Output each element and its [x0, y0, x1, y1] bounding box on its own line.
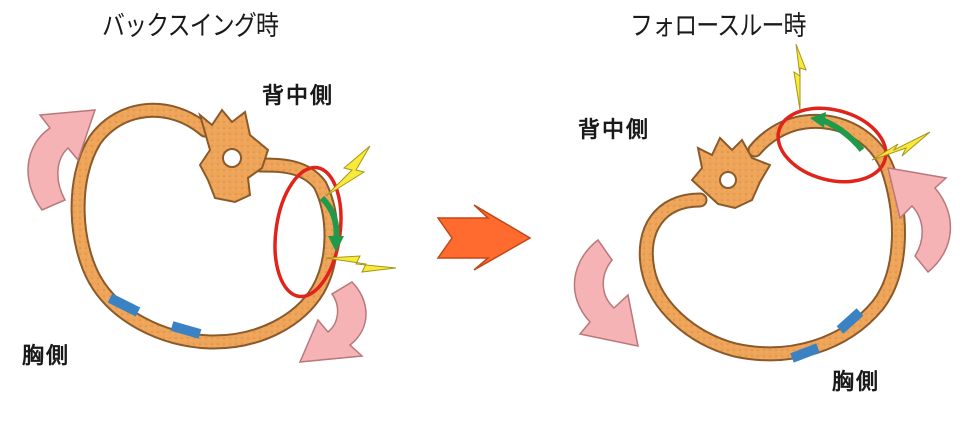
right-chest-label: 胸側 [832, 370, 881, 395]
right-pink-arrow-right [887, 167, 952, 274]
right-pink-arrow-left [573, 238, 639, 347]
right-rib-diagram [573, 43, 952, 363]
right-vertebra [690, 136, 772, 210]
left-vertebra [198, 108, 270, 204]
left-pink-arrow-top [27, 109, 97, 211]
left-rib-diagram [27, 102, 397, 363]
right-lightning-top [793, 43, 807, 111]
center-arrow [436, 204, 532, 271]
left-cartilage-1 [107, 293, 141, 317]
left-chest-label: 胸側 [22, 344, 71, 369]
right-cartilage-2 [836, 308, 864, 334]
left-pink-arrow-bottom [298, 281, 367, 363]
right-back-label: 背中側 [578, 118, 651, 143]
left-back-label: 背中側 [262, 84, 335, 109]
right-title: フォロースルー時 [630, 11, 807, 42]
left-title: バックスイング時 [102, 11, 279, 42]
right-cartilage-1 [790, 343, 820, 363]
left-lightning-bottom [325, 255, 397, 273]
left-lightning-top [325, 145, 371, 197]
right-highlight-circle [776, 106, 888, 184]
left-cartilage-2 [170, 321, 202, 339]
right-lightning-right [871, 131, 931, 161]
right-green-arrow [820, 117, 865, 152]
